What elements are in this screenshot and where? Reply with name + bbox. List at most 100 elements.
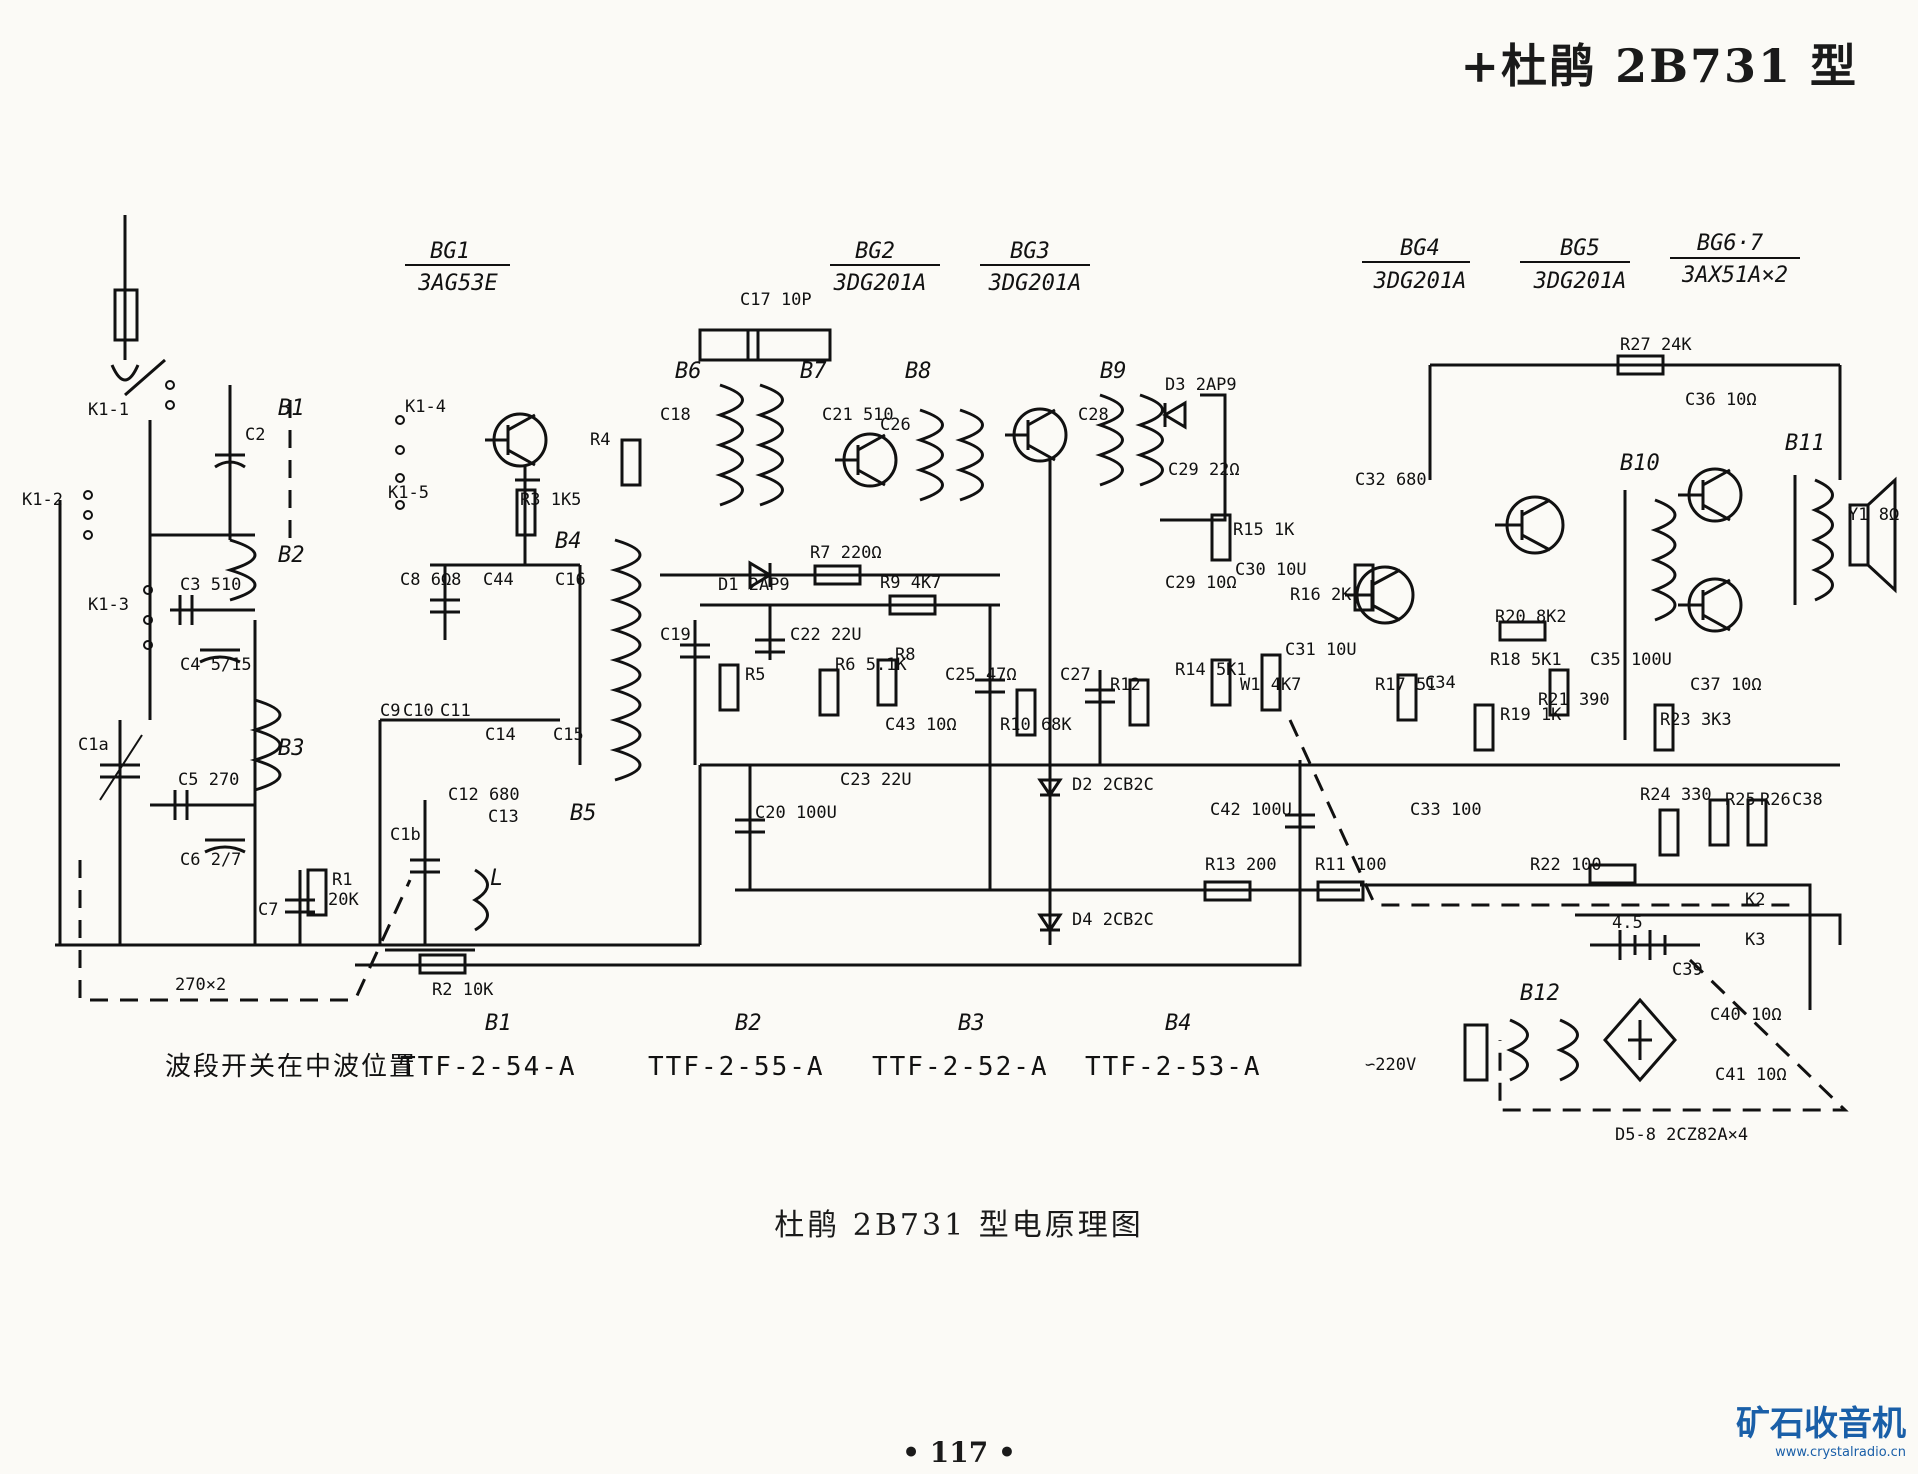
cap-c31-label: C31 10U (1285, 640, 1357, 660)
header-bg1: BG1 3AG53E (405, 239, 510, 296)
cap-c1a-label: C1a (78, 735, 109, 755)
switch-k1-3-label: K1-3 (88, 595, 129, 615)
cap-c36-label: C36 10Ω (1685, 390, 1757, 410)
diagram-caption: 杜鹃 2B731 型电原理图 (774, 1208, 1144, 1243)
cap-c11-label: C11 (440, 701, 471, 721)
header-bg5-part: 3DG201A (1533, 269, 1627, 294)
battery-label: 4.5 (1612, 913, 1643, 933)
res-r15-label: R15 1K (1233, 520, 1295, 540)
switch-k3-label: K3 (1745, 930, 1765, 950)
header-bg2: BG2 3DG201A (830, 239, 940, 296)
cap-c8-label: C8 6Ω8 (400, 570, 461, 590)
header-bg1-part: 3AG53E (417, 271, 498, 296)
res-r3-label: R3 1K5 (520, 490, 581, 510)
transformer-b8-label: B8 (905, 359, 932, 384)
page-header-title: +杜鹃 2B731 型 (1460, 39, 1858, 93)
header-bg3-part: 3DG201A (988, 271, 1082, 296)
header-bg5-designator: BG5 (1560, 236, 1600, 261)
switch-k1-2-label: K1-2 (22, 490, 63, 510)
cap-c17-label: C17 10P (740, 290, 812, 310)
audio-stage: C32 680 R16 2K R17 51 C34 C33 100 R20 8K… (1290, 335, 1899, 885)
res-r1-label: R1 (332, 870, 352, 890)
watermark-url: www.crystalradio.cn (1775, 1445, 1906, 1460)
res-r12-label: R12 (1110, 675, 1141, 695)
tf-b3-designator: B3 (958, 1011, 985, 1036)
cap-c2-label: C2 (245, 425, 265, 445)
switch-k2-label: K2 (1745, 890, 1765, 910)
res-r17-label: R17 51 (1375, 675, 1436, 695)
cap-c7-label: C7 (258, 900, 278, 920)
res-r19-label: R19 1K (1500, 705, 1562, 725)
header-bg67-designator: BG6·7 (1697, 231, 1764, 256)
bus-wires (55, 363, 1842, 1010)
cap-c5-label: C5 270 (178, 770, 239, 790)
if-stage-1: C17 10P B6 B7 C18 C21 510 D1 2AP9 R7 220… (660, 290, 1000, 890)
cap-c23-label: C23 22U (840, 770, 912, 790)
header-bg67: BG6·7 3AX51A×2 (1670, 231, 1800, 288)
tf-b3-part: TTF-2-52-A (872, 1052, 1049, 1082)
res-r5-label: R5 (745, 665, 765, 685)
tf-b4-part: TTF-2-53-A (1085, 1052, 1262, 1082)
res-r9-label: R9 4K7 (880, 573, 941, 593)
res-r13-label: R13 200 (1205, 855, 1277, 875)
if-stage-2: B8 C26 C25 47Ω R10 68K D2 2CB2C D4 2CB2C (880, 359, 1154, 945)
header-bg4-designator: BG4 (1400, 236, 1440, 261)
cap-c42-label: C42 100U (1210, 800, 1292, 820)
header-bg3-designator: BG3 (1010, 239, 1050, 264)
header-bg2-part: 3DG201A (833, 271, 927, 296)
header-bg4-part: 3DG201A (1373, 269, 1467, 294)
header-bg67-part: 3AX51A×2 (1681, 263, 1788, 288)
transformer-b11-label: B11 (1785, 431, 1825, 456)
cap-c41-label: C41 10Ω (1715, 1065, 1787, 1085)
cap-c1b-label: C1b (390, 825, 421, 845)
cap-c9-label: C9 (380, 701, 400, 721)
cap-c22-label: C22 22U (790, 625, 862, 645)
cap-c30-label: C30 10U (1235, 560, 1307, 580)
header-bg3: BG3 3DG201A (980, 239, 1090, 296)
cap-c6-label: C6 2/7 (180, 850, 241, 870)
cap-c19-label: C19 (660, 625, 691, 645)
res-r8-label: R8 (895, 645, 915, 665)
res-r24-label: R24 330 (1640, 785, 1712, 805)
switch-k1-4-label: K1-4 (405, 397, 446, 417)
mains-label: ∽220V (1365, 1055, 1416, 1075)
cap-c34-label: C34 (1425, 673, 1456, 693)
input-tuning: C2 B1 B2 B3 C3 510 C4 5/15 C5 270 C6 2/7… (78, 385, 494, 1002)
header-bg5: BG5 3DG201A (1520, 236, 1630, 294)
speaker-y1-label: Y1 8Ω (1848, 505, 1899, 525)
cap-c25-label: C25 47Ω (945, 665, 1017, 685)
cap-c14-label: C14 (485, 725, 516, 745)
header-bg4: BG4 3DG201A (1362, 236, 1470, 294)
res-r21-label: R21 390 (1538, 690, 1610, 710)
transformer-b12-label: B12 (1520, 981, 1560, 1006)
rectifier-label: D5-8 2CZ82A×4 (1615, 1125, 1748, 1145)
transformer-b5-label: B5 (570, 801, 597, 826)
cap-c43-label: C43 10Ω (885, 715, 957, 735)
cap-c16-label: C16 (555, 570, 586, 590)
res-r1-value: 20K (328, 890, 359, 910)
power-section: K2 K3 4.5 C39 C40 10Ω C41 10Ω B12 ∽220V … (1365, 890, 1849, 1145)
pot-w1-label: W1 4K7 (1240, 675, 1301, 695)
cap-c10-label: C10 (403, 701, 434, 721)
transformer-b4-label: B4 (555, 529, 582, 554)
transformer-b9-label: B9 (1100, 359, 1127, 384)
res-r14-label: R14 5K1 (1175, 660, 1247, 680)
gang-capacitor-label: 270×2 (175, 975, 226, 995)
tf-b4-designator: B4 (1165, 1011, 1192, 1036)
cap-c20-label: C20 100U (755, 803, 837, 823)
cap-c21-label: C21 510 (822, 405, 894, 425)
page-number: • 117 • (902, 1436, 1016, 1469)
cap-c27-label: C27 (1060, 665, 1091, 685)
cap-c35-label: C35 100U (1590, 650, 1672, 670)
antenna-section: K1-1 K1-2 K1-3 (22, 215, 255, 720)
transformer-b7-label: B7 (800, 359, 827, 384)
cap-c44-label: C44 (483, 570, 514, 590)
transformer-part-labels: 波段开关在中波位置 B1 TTF-2-54-A B2 TTF-2-55-A B3… (165, 1011, 1262, 1082)
res-r4-label: R4 (590, 430, 610, 450)
cap-c15-label: C15 (553, 725, 584, 745)
transformer-b2-label: B2 (278, 543, 305, 568)
res-r27-label: R27 24K (1620, 335, 1692, 355)
mixer-stage: K1-4 K1-5 R3 1K5 R4 C8 6Ω8 C44 C16 B4 B5… (378, 397, 642, 945)
res-r7-label: R7 220Ω (810, 543, 882, 563)
